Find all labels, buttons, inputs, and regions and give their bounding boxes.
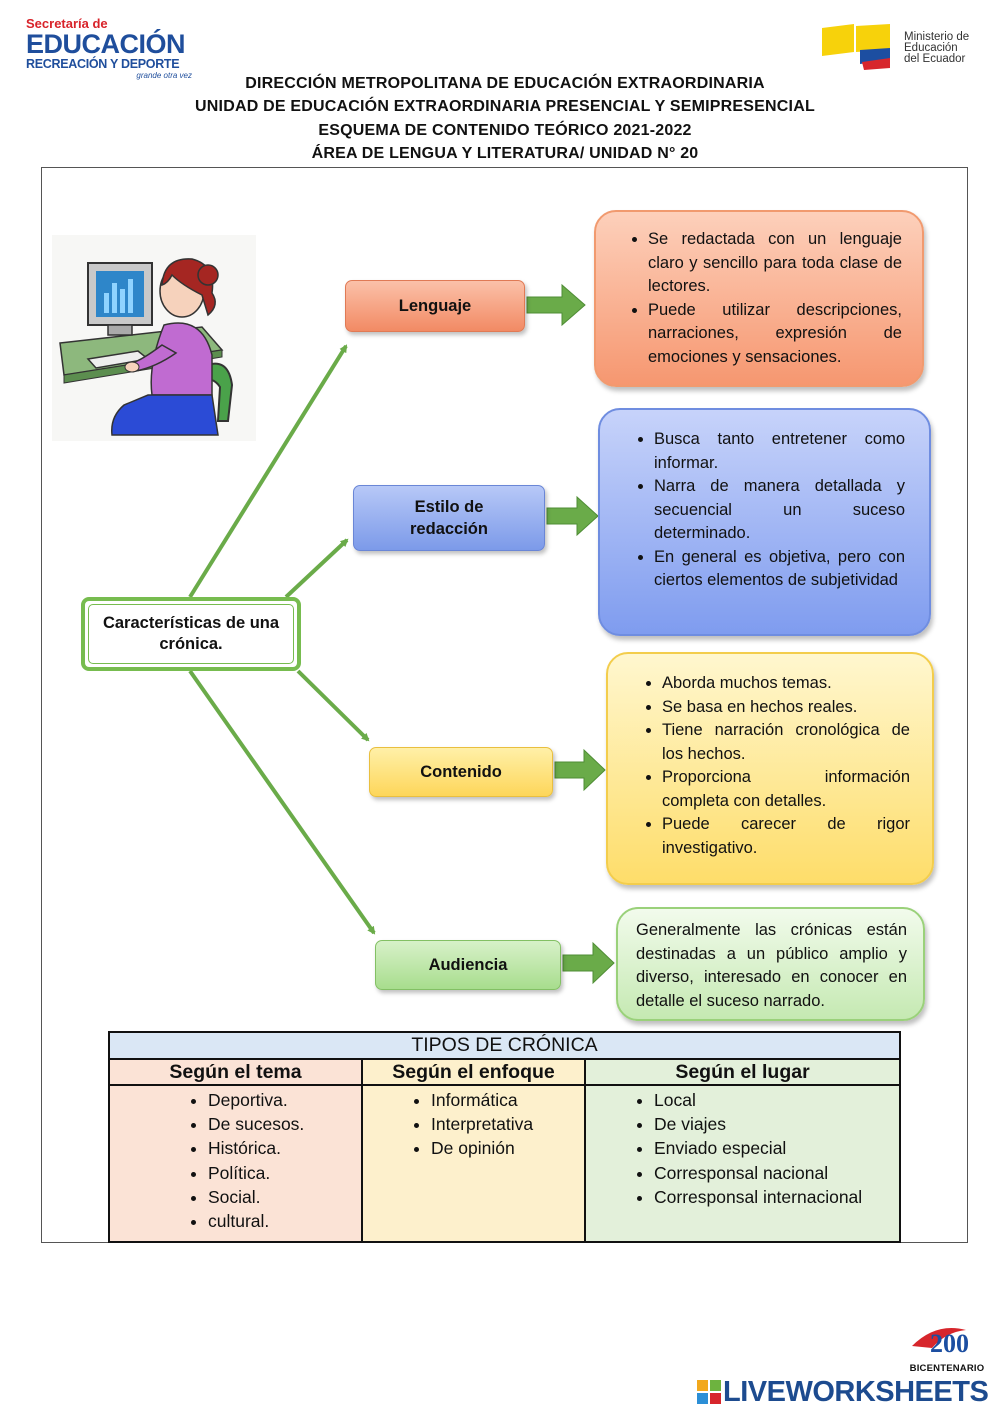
branch-contenido: Contenido: [369, 747, 553, 797]
list-item: Deportiva.: [208, 1088, 361, 1112]
column-header: Según el tema: [110, 1060, 361, 1086]
list-item: Local: [654, 1088, 899, 1112]
liveworksheets-logo-icon: [697, 1380, 721, 1404]
list-item: En general es objetiva, pero con ciertos…: [654, 546, 905, 593]
list-item: Corresponsal internacional: [654, 1185, 899, 1209]
list-item: Enviado especial: [654, 1136, 899, 1160]
column-header: Según el lugar: [586, 1060, 899, 1086]
list-item: Tiene narración cronológica de los hecho…: [662, 719, 910, 766]
ministerio-educacion-logo: Ministerio de Educación del Ecuador: [820, 22, 990, 72]
list-item: Histórica.: [208, 1136, 361, 1160]
list-item: Puede carecer de rigor investigativo.: [662, 813, 910, 860]
list-item: Busca tanto entretener como informar.: [654, 428, 905, 475]
center-concept-label: Características de una crónica.: [102, 614, 280, 653]
list-item: Proporciona información completa con det…: [662, 766, 910, 813]
lenguaje-description: Se redactada con un lenguaje claro y sen…: [594, 210, 924, 387]
connector-audiencia: [188, 669, 376, 935]
header-title-1: DIRECCIÓN METROPOLITANA DE EDUCACIÓN EXT…: [245, 75, 765, 92]
list-item: cultural.: [208, 1209, 361, 1233]
table-title: TIPOS DE CRÓNICA: [110, 1033, 899, 1060]
column-header: Según el enfoque: [363, 1060, 584, 1086]
tipos-cronica-table: TIPOS DE CRÓNICA Según el tema Deportiva…: [108, 1031, 901, 1243]
svg-text:200: 200: [930, 1329, 969, 1358]
arrow-right-icon: [554, 748, 606, 792]
bicentenario-emblem-icon: 200: [912, 1328, 969, 1358]
list-item: Política.: [208, 1161, 361, 1185]
list-item: Social.: [208, 1185, 361, 1209]
list-item: Se basa en hechos reales.: [662, 696, 910, 720]
list-item: Interpretativa: [431, 1112, 584, 1136]
header-title-2: UNIDAD DE EDUCACIÓN EXTRAORDINARIA PRESE…: [195, 98, 815, 115]
audiencia-description: Generalmente las crónicas están destinad…: [616, 907, 925, 1021]
branch-estilo-redaccion: Estilo de redacción: [353, 485, 545, 551]
connector-estilo: [284, 538, 349, 599]
liveworksheets-brand: LIVEWORKSHEETS: [697, 1376, 997, 1408]
arrow-right-icon: [546, 495, 599, 537]
bicentenario-logo: 200 BICENTENARIO: [906, 1318, 988, 1374]
center-concept-box: Características de una crónica.: [81, 597, 301, 671]
list-item: Corresponsal nacional: [654, 1161, 899, 1185]
estilo-description: Busca tanto entretener como informar. Na…: [598, 408, 931, 636]
list-item: Informática: [431, 1088, 584, 1112]
person-at-computer-illustration: [52, 235, 256, 441]
table-column-tema: Según el tema Deportiva. De sucesos. His…: [110, 1060, 363, 1241]
connector-lenguaje: [188, 344, 348, 599]
list-item: De sucesos.: [208, 1112, 361, 1136]
list-item: Aborda muchos temas.: [662, 672, 910, 696]
secretaria-educacion-logo: Secretaría de EDUCACIÓN RECREACIÓN Y DEP…: [26, 16, 192, 80]
header-title-4: ÁREA DE LENGUA Y LITERATURA/ UNIDAD N° 2…: [311, 145, 699, 162]
list-item: Puede utilizar descripciones, narracione…: [648, 299, 902, 370]
list-item: De viajes: [654, 1112, 899, 1136]
header-title-3: ESQUEMA DE CONTENIDO TEÓRICO 2021-2022: [318, 122, 692, 139]
contenido-description: Aborda muchos temas. Se basa en hechos r…: [606, 652, 934, 885]
list-item: Narra de manera detallada y secuencial u…: [654, 475, 905, 546]
connector-contenido: [296, 669, 370, 742]
table-column-lugar: Según el lugar Local De viajes Enviado e…: [586, 1060, 899, 1241]
arrow-right-icon: [562, 941, 615, 985]
list-item: De opinión: [431, 1136, 584, 1160]
branch-audiencia: Audiencia: [375, 940, 561, 990]
ecuador-flag-icon: [822, 24, 890, 70]
table-column-enfoque: Según el enfoque Informática Interpretat…: [363, 1060, 586, 1241]
list-item: Se redactada con un lenguaje claro y sen…: [648, 228, 902, 299]
branch-lenguaje: Lenguaje: [345, 280, 525, 332]
arrow-right-icon: [526, 283, 586, 327]
